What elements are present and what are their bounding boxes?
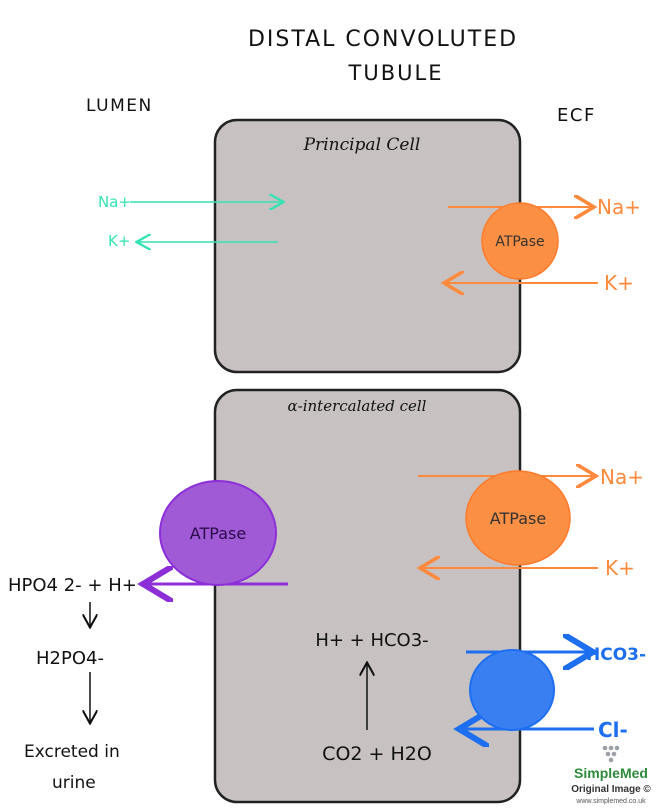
lumen-atpase-label: ATPase <box>190 524 246 543</box>
principal-ecf-k: K+ <box>604 271 634 295</box>
lumen-step3-line2: urine <box>52 773 96 793</box>
principal-atpase-pump <box>481 202 559 280</box>
principal-lumen-k: K+ <box>108 232 130 250</box>
principal-atpase-label: ATPase <box>495 234 544 250</box>
simplemed-logo-icon <box>602 745 620 763</box>
reaction-top-label: H+ + HCO3- <box>315 630 428 651</box>
lumen-step3-line1: Excreted in <box>24 742 120 762</box>
title-line-2: TUBULE <box>348 61 444 85</box>
intercalated-cell-label: α-intercalated cell <box>288 397 427 415</box>
intercalated-ecf-na: Na+ <box>600 465 644 489</box>
intercalated-ecf-atpase-pump <box>465 470 571 566</box>
brand-tagline: Original Image © <box>571 784 651 795</box>
lumen-atpase-pump <box>159 480 277 586</box>
principal-ecf-na: Na+ <box>597 195 641 219</box>
lumen-step1-label: HPO4 2- + H+ <box>8 575 137 596</box>
title-line-1: DISTAL CONVOLUTED <box>248 27 518 52</box>
principal-lumen-na: Na+ <box>98 193 131 211</box>
hco3-cl-exchanger <box>469 649 555 731</box>
intercalated-cell-body <box>213 388 522 804</box>
lumen-step2-label: H2PO4- <box>36 648 104 669</box>
intercalated-ecf-atpase-label: ATPase <box>490 509 546 528</box>
lumen-label: LUMEN <box>86 96 153 116</box>
intercalated-ecf-k: K+ <box>605 556 635 580</box>
ecf-label: ECF <box>557 105 596 126</box>
principal-cell-label: Principal Cell <box>303 135 421 155</box>
principal-cell-body <box>213 118 522 374</box>
cl-label: Cl- <box>598 718 628 742</box>
brand-url: www.simplemed.co.uk <box>575 798 646 805</box>
reaction-bottom-label: CO2 + H2O <box>322 743 432 765</box>
hco3-label: HCO3- <box>586 645 646 665</box>
brand-name: SimpleMed <box>574 765 648 781</box>
